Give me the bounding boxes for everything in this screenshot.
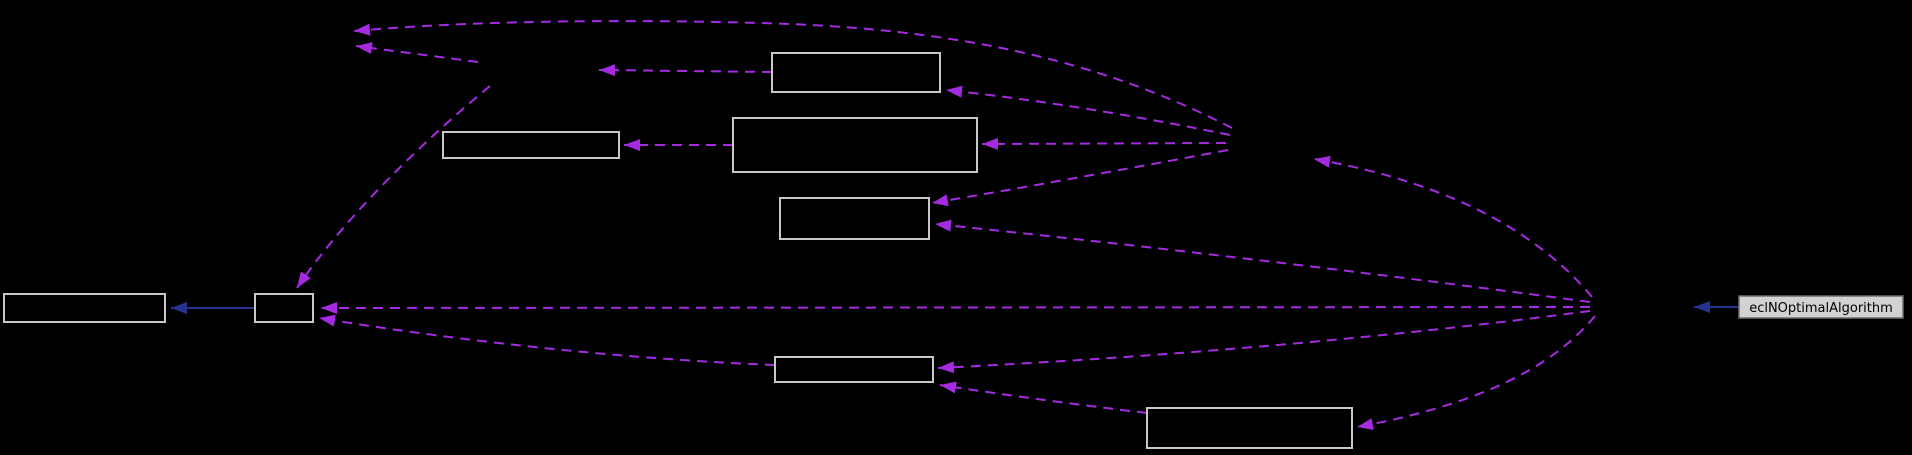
node-small[interactable] <box>254 293 314 323</box>
edge-hub1-to-midlower-top <box>931 149 1229 207</box>
edge-bottombox-to-lowercenter <box>939 381 1148 414</box>
node-bottom-box[interactable] <box>1146 407 1353 449</box>
edge-hub3-to-smallbox-top <box>296 85 491 289</box>
node-far-left[interactable] <box>3 293 166 323</box>
node-bottom[interactable] <box>1146 407 1353 449</box>
node-current-box[interactable] <box>1738 295 1904 319</box>
edge-hub2-to-hub1 <box>1313 155 1593 298</box>
node-current[interactable]: eclNOptimalAlgorithm <box>1738 295 1904 319</box>
node-mid-lower-box[interactable] <box>779 197 930 240</box>
edge-lowercenter-to-smallbox <box>318 314 776 366</box>
node-lower-center-box[interactable] <box>774 356 934 383</box>
node-current-label: eclNOptimalAlgorithm <box>1749 301 1893 316</box>
node-large-mid-box[interactable] <box>732 117 978 173</box>
node-lower-center[interactable] <box>774 356 934 383</box>
edge-hub2-to-midlower <box>934 219 1591 303</box>
edge-hub3-to-topleft-arrow2 <box>355 42 479 63</box>
edge-hub2-to-smallbox <box>320 301 1591 314</box>
node-left-mid-box[interactable] <box>442 131 620 159</box>
node-large-mid[interactable] <box>732 117 978 173</box>
node-top-box[interactable] <box>771 52 941 93</box>
node-far-left-box[interactable] <box>3 293 166 323</box>
edge-hub1-to-topleft-arrow <box>353 20 1233 129</box>
edge-hub1-to-topbox <box>945 85 1231 136</box>
edge-topbox-to-hub3 <box>598 64 773 77</box>
node-mid-lower[interactable] <box>779 197 930 240</box>
edge-hub1-to-largebox <box>981 137 1227 150</box>
node-top[interactable] <box>771 52 941 93</box>
edge-hub2-to-lowercenter <box>937 310 1591 374</box>
node-left-mid[interactable] <box>442 131 620 159</box>
edge-hub2-to-bottombox <box>1356 315 1596 430</box>
node-small-box[interactable] <box>254 293 314 323</box>
